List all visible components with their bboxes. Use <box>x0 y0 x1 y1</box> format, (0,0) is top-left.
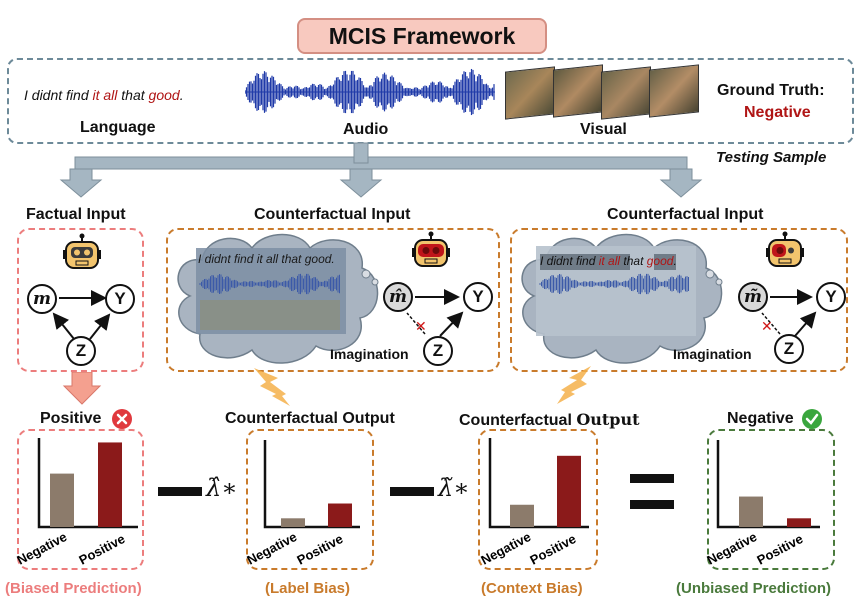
robot-icon-masked-2 <box>766 231 804 267</box>
audio-waveform <box>245 68 495 116</box>
factual-causal-edges <box>52 290 111 340</box>
context-bias-caption: (Context Bias) <box>481 580 583 597</box>
node-z-2: Z <box>774 334 804 364</box>
node-m: m <box>27 284 57 314</box>
audio-label: Audio <box>343 121 389 138</box>
node-z: Z <box>66 336 96 366</box>
minus-operator-1 <box>158 487 202 496</box>
factual-input-title: Factual Input <box>26 206 126 223</box>
tick-label-negative: Negative <box>14 529 69 568</box>
bar-positive <box>557 455 581 527</box>
tick-label-positive: Positive <box>294 531 345 568</box>
node-y-2: Y <box>816 282 846 312</box>
svg-text:✕: ✕ <box>415 319 427 335</box>
counterfactual-edges-2: ✕ <box>761 289 817 337</box>
counterfactual-input-box-2 <box>510 228 848 372</box>
testing-sample-box <box>7 58 854 144</box>
tick-label-positive: Positive <box>527 531 578 568</box>
counterfactual-input-title-1: Counterfactual Input <box>254 206 411 223</box>
counterfactual-input-title-2: Counterfactual Input <box>607 206 764 223</box>
distribution-arrows <box>59 142 703 198</box>
lightning-icon-1 <box>254 368 290 406</box>
imagination-label-1: Imagination <box>330 346 409 362</box>
bar-positive <box>787 518 811 527</box>
ground-truth-value: Negative <box>744 104 811 121</box>
biased-chart-box <box>17 429 144 570</box>
language-label: Language <box>80 119 156 136</box>
bar-negative <box>739 496 763 527</box>
tick-label-positive: Positive <box>76 531 127 568</box>
bar-positive <box>98 442 122 527</box>
imagination-cloud-1 <box>177 233 379 364</box>
tick-label-positive: Positive <box>754 531 805 568</box>
testing-sample-caption: Testing Sample <box>716 149 827 166</box>
tick-label-negative: Negative <box>478 529 533 568</box>
node-z-1: Z <box>423 336 453 366</box>
factual-down-arrow <box>62 372 102 405</box>
lambda-hat-coefficient: λ̂∗ <box>206 474 238 502</box>
cloud-sentence-1: I didnt find it all that good. <box>198 252 335 266</box>
wrong-icon <box>112 409 132 429</box>
bar-negative <box>510 504 534 527</box>
framework-title: MCIS Framework <box>297 18 547 54</box>
unbiased-prediction-caption: (Unbiased Prediction) <box>676 580 832 597</box>
equals-operator-top <box>630 474 674 483</box>
svg-text:✕: ✕ <box>761 319 773 335</box>
factual-input-box <box>17 228 144 372</box>
context-bias-chart-box <box>478 429 598 570</box>
counterfactual-input-box-1 <box>166 228 500 372</box>
biased-prediction-caption: (Biased Prediction) <box>5 580 142 597</box>
cloud-sentence-2: I didnt find it all that good. <box>540 254 677 268</box>
equals-operator-bottom <box>630 500 674 509</box>
lambda-tilde-coefficient: λ̃∗ <box>438 474 470 502</box>
node-y-1: Y <box>463 282 493 312</box>
imagination-label-2: Imagination <box>673 346 752 362</box>
chart-axes <box>488 438 589 529</box>
sample-sentence: I didnt find it all that good. <box>24 87 184 103</box>
node-m-hat: m̂ <box>383 282 413 312</box>
visual-label: Visual <box>580 121 627 138</box>
node-y: Y <box>105 284 135 314</box>
bar-negative <box>281 518 305 527</box>
check-icon <box>802 409 822 429</box>
unbiased-chart-box <box>707 429 835 570</box>
bar-negative <box>50 473 74 527</box>
robot-icon <box>63 233 101 269</box>
ground-truth-label: Ground Truth: <box>717 82 825 99</box>
counterfactual-edges-1: ✕ <box>406 289 464 337</box>
final-output-label: Negative <box>727 410 794 427</box>
minus-operator-2 <box>390 487 434 496</box>
tick-label-negative: Negative <box>704 529 759 568</box>
tick-label-negative: Negative <box>244 529 299 568</box>
chart-axes <box>716 440 820 529</box>
bar-positive <box>328 503 352 527</box>
label-bias-caption: (Label Bias) <box>265 580 351 597</box>
imagination-cloud-2 <box>521 233 723 364</box>
lightning-icon-2 <box>557 366 591 404</box>
factual-output-label: Positive <box>40 410 102 427</box>
node-m-tilde: m̃ <box>738 282 768 312</box>
cf-output-label-2: Counterfactual Output <box>459 410 640 429</box>
cf-output-label-1: Counterfactual Output <box>225 410 395 427</box>
label-bias-chart-box <box>246 429 374 570</box>
robot-icon-masked-1 <box>412 231 450 267</box>
